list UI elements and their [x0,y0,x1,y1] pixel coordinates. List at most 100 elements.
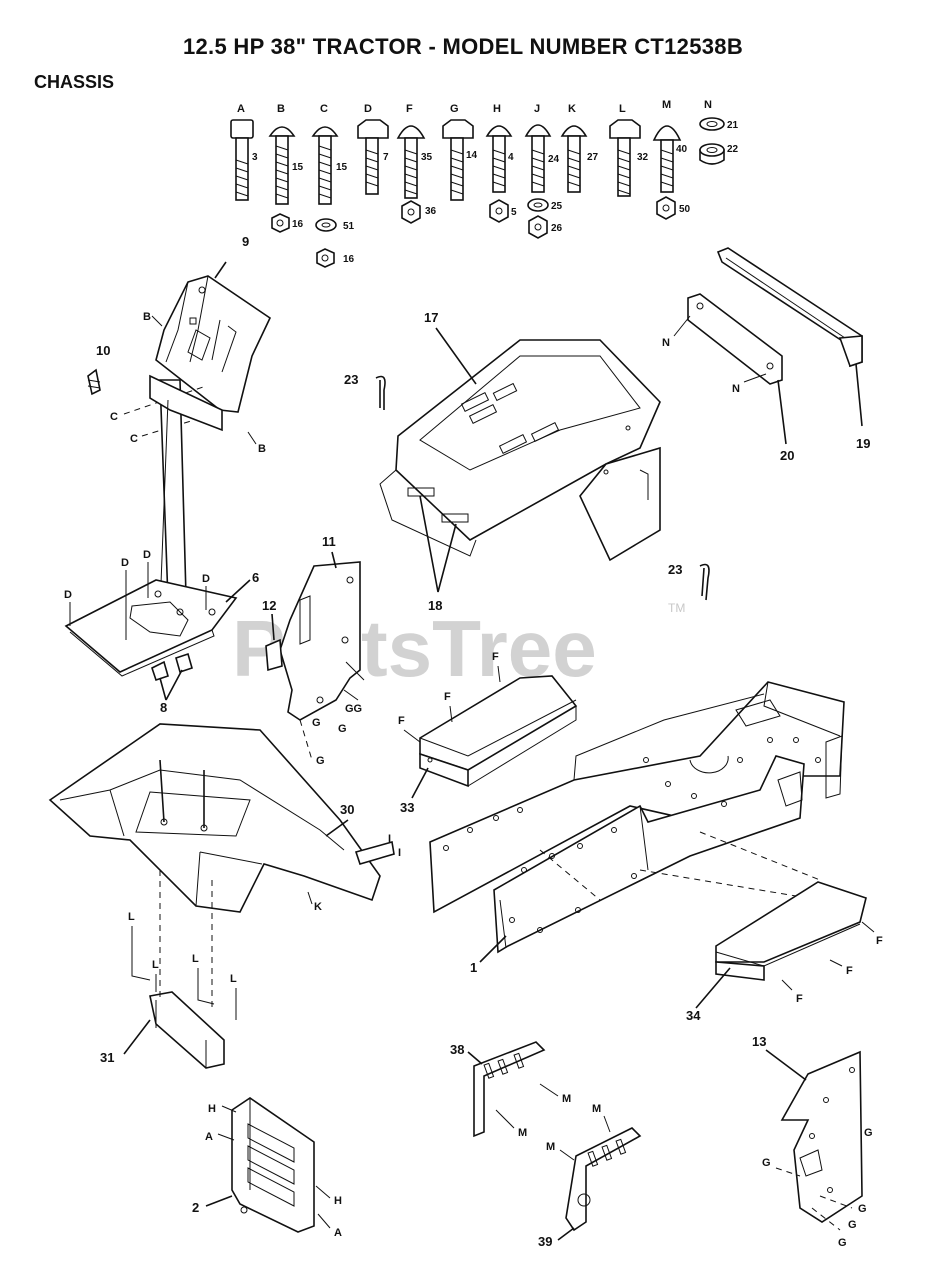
hairpin-upper[interactable]: 23 [344,372,386,410]
ref-f-3: F [398,715,405,727]
callout-8: 8 [160,700,167,715]
bolt-h[interactable]: H 4 5 [485,103,517,223]
bolt-b[interactable]: B 15 16 [268,103,304,233]
callout-34: 34 [686,1008,701,1023]
callout-11: 11 [322,534,336,549]
watermark-tm: TM [668,601,685,615]
small-plate[interactable]: 12 [262,598,283,672]
rear-plate[interactable]: 2 [192,1097,315,1233]
bolt-m[interactable]: M 40 50 [652,99,691,220]
l-refs: L L L L [128,911,237,1020]
main-frame[interactable]: 1 [429,681,845,975]
callout-2: 2 [192,1200,199,1215]
ref-f-5: F [846,965,853,977]
bolt-l[interactable]: L 32 [609,103,649,197]
ref-g-3: G [316,755,325,767]
hardware-qty-n-lower: 22 [727,144,739,155]
ref-m-1: M [562,1093,571,1105]
ref-g-5: G [762,1157,771,1169]
callout-30: 30 [340,802,354,817]
hardware-letter-g: G [450,103,459,115]
callout-20: 20 [780,448,794,463]
hardware-qty-b: 15 [292,162,304,173]
ref-d-4: D [202,573,210,585]
hardware-qty-c: 15 [336,162,348,173]
callout-19: 19 [856,436,870,451]
hood[interactable]: 17 18 [379,310,661,613]
ref-c-1: C [110,411,118,423]
ref-g-8: G [838,1237,847,1249]
ref-l-2: L [152,959,159,971]
front-bumper[interactable]: 19 [716,247,870,451]
ref-a-2: A [334,1227,342,1239]
page-title: 12.5 HP 38" TRACTOR - MODEL NUMBER CT125… [182,34,744,59]
ref-g-6: G [858,1203,867,1215]
hardware-qty-j-nut: 26 [551,223,563,234]
push-clip[interactable]: 10 [87,343,110,396]
bracket-right[interactable]: 39 [538,1127,642,1249]
callout-31: 31 [100,1050,114,1065]
callout-13: 13 [752,1034,766,1049]
bolt-f[interactable]: F 35 36 [396,103,437,224]
side-panel-right[interactable]: 13 [752,1034,863,1223]
floor-plate[interactable]: 6 [64,570,259,677]
ref-c-2: C [130,433,138,445]
hardware-letter-j: J [534,103,540,115]
ref-k: K [314,901,322,913]
seat-pan[interactable]: 33 [400,675,578,815]
dash-panel[interactable]: 9 [155,234,272,413]
hardware-letter-f: F [406,103,413,115]
ref-i-1: I [388,833,391,845]
hardware-qty-f-nut: 36 [425,206,437,217]
bolt-a[interactable]: A 3 [230,103,258,201]
callout-33: 33 [400,800,414,815]
callout-17: 17 [424,310,438,325]
bracket-left[interactable]: 38 [450,1041,546,1138]
callout-1: 1 [470,960,477,975]
rear-fender[interactable]: 30 [48,723,395,913]
foot-rest[interactable]: 34 [686,881,867,1023]
ref-f-1: F [492,651,499,663]
bumper-bracket[interactable]: 20 [687,293,794,463]
bracket-clip[interactable]: 8 [151,652,193,715]
hardware-qty-m: 40 [676,144,688,155]
hardware-letter-c: C [320,103,328,115]
ref-d-2: D [121,557,129,569]
bolt-j[interactable]: J 24 25 26 [524,103,563,239]
ref-b-dash-left: B [143,311,151,323]
hardware-letter-k: K [568,103,576,115]
ref-m-4: M [546,1141,555,1153]
bolt-d[interactable]: D 7 [357,103,389,195]
ref-l-1: L [128,911,135,923]
section-heading: CHASSIS [34,72,115,92]
spacer-n[interactable]: N 21 22 [699,99,739,165]
hardware-row: A 3 B 15 16 C 15 51 [230,99,739,268]
hairpin-lower[interactable]: 23 [668,562,710,601]
hardware-qty-d: 7 [383,152,389,163]
ref-f-2: F [444,691,451,703]
ref-f-6: F [796,993,803,1005]
ref-g-1: G [312,717,321,729]
ref-l-4: L [230,973,237,985]
rear-bracket[interactable]: 31 [100,870,225,1069]
ref-l-3: L [192,953,199,965]
hardware-qty-j: 24 [548,154,560,165]
ref-d-3: D [143,549,151,561]
callout-38: 38 [450,1042,464,1057]
ref-n-2: N [732,383,740,395]
hardware-qty-f: 35 [421,152,433,163]
hardware-qty-g: 14 [466,150,478,161]
callout-12: 12 [262,598,276,613]
hardware-letter-d: D [364,103,372,115]
hardware-qty-b-nut: 16 [292,219,304,230]
bolt-g[interactable]: G 14 [442,103,478,201]
bolt-c[interactable]: C 15 51 16 [311,103,355,268]
hardware-qty-h-nut: 5 [511,207,517,218]
ref-h-2: H [334,1195,342,1207]
steering-column[interactable] [149,374,223,611]
hardware-letter-b: B [277,103,285,115]
callout-39: 39 [538,1234,552,1249]
hardware-qty-k: 27 [587,152,599,163]
bolt-k[interactable]: K 27 [560,103,599,193]
